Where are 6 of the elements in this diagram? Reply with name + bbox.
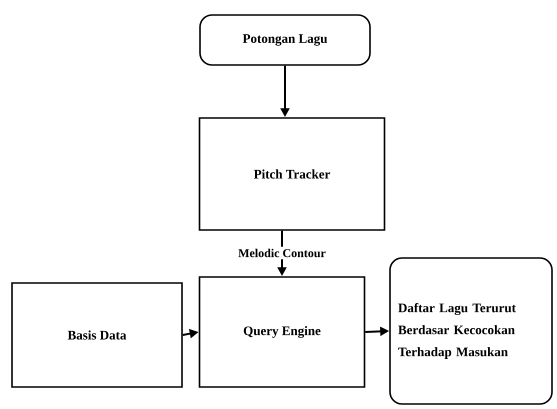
rounded-box: Potongan Lagu bbox=[199, 14, 371, 66]
process-box: Pitch Tracker bbox=[198, 117, 386, 231]
process-box: Basis Data bbox=[11, 282, 183, 388]
rounded-box: Daftar Lagu Terurut Berdasar Kecocokan Terhadap Masukan bbox=[389, 257, 553, 405]
process-box: Query Engine bbox=[198, 276, 366, 388]
edge-label: Melodic Contour bbox=[236, 246, 328, 260]
